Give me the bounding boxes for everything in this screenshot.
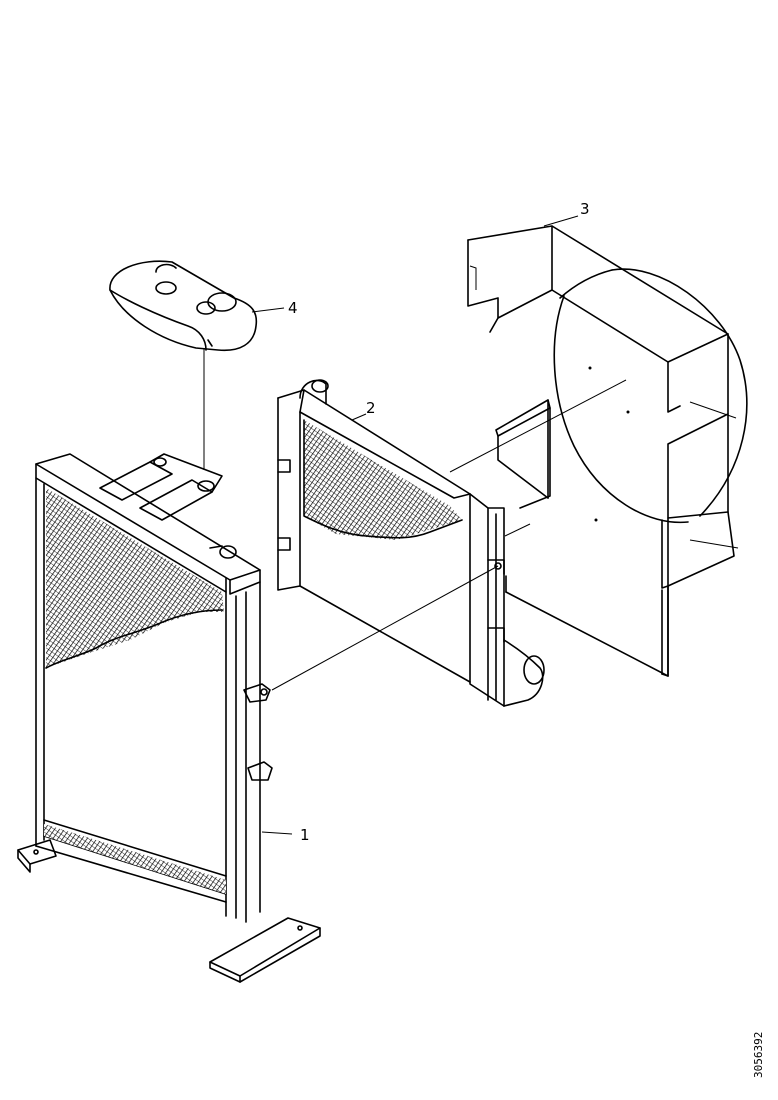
assembly-lines [203, 348, 627, 691]
fan-shroud [467, 225, 748, 677]
callout-leaders [251, 215, 579, 835]
charge-air-cooler [277, 379, 545, 707]
callout-2: 2 [366, 399, 376, 417]
drawing-reference-number: 3056392 [752, 1031, 765, 1078]
callout-1: 1 [300, 826, 310, 844]
callout-4: 4 [288, 299, 298, 317]
expansion-tank [109, 260, 258, 352]
radiator [17, 453, 321, 983]
callout-3: 3 [580, 200, 590, 218]
